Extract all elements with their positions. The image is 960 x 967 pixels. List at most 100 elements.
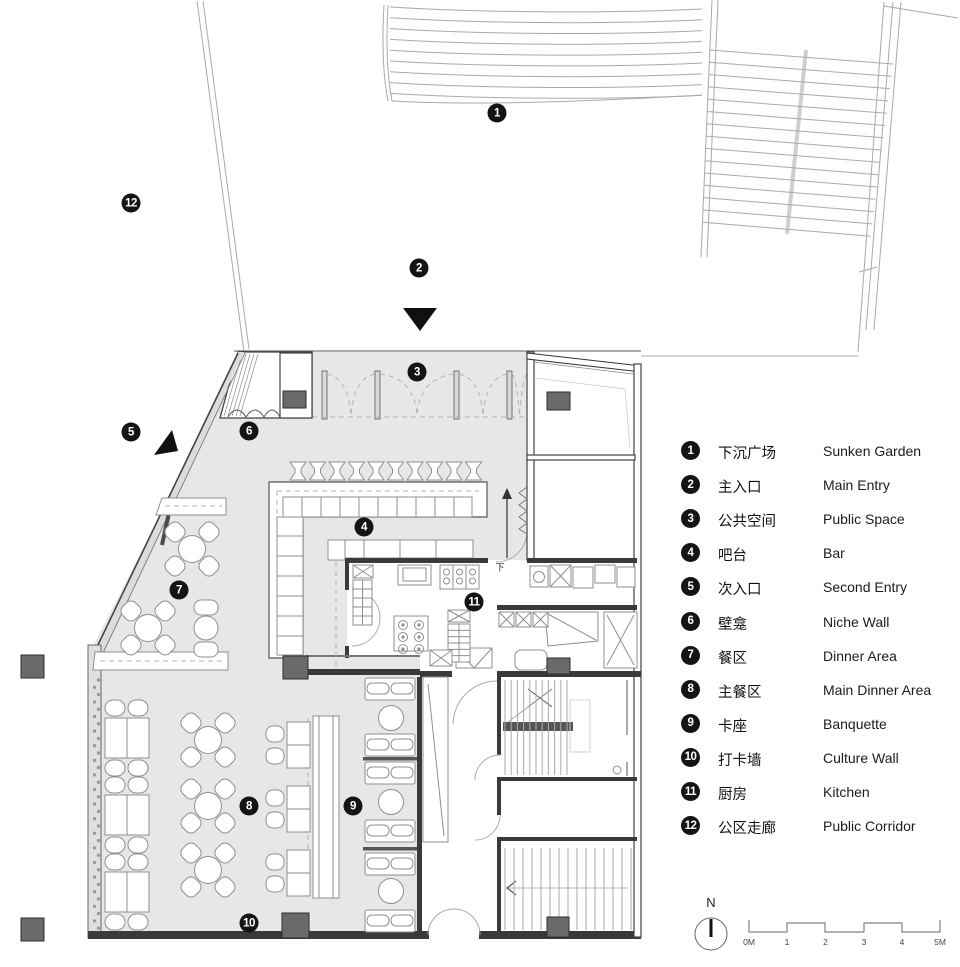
plan-marker-6: 6 xyxy=(239,421,259,441)
legend-label-zh: 下沉广场 xyxy=(718,446,776,462)
core-stairs xyxy=(422,675,637,936)
legend-label-en: Main Dinner Area xyxy=(823,681,932,698)
folding-door xyxy=(518,486,528,535)
cushion xyxy=(366,738,390,751)
legend-number: 8 xyxy=(681,679,700,699)
bar-stool xyxy=(347,461,366,481)
bar-stools xyxy=(289,461,483,481)
chair xyxy=(120,600,142,622)
wall-texture-dot xyxy=(92,685,97,689)
plan-marker-12: 12 xyxy=(121,193,141,213)
stair-tread xyxy=(707,111,886,126)
wall-texture-dot xyxy=(92,919,97,923)
steamers xyxy=(469,577,476,585)
legend-label-zh: 主入口 xyxy=(718,480,762,497)
wall-texture-dot xyxy=(92,714,97,719)
chair xyxy=(154,600,176,622)
chair xyxy=(104,913,126,931)
wall-texture-dot xyxy=(92,817,97,821)
wall-texture-dot xyxy=(96,722,101,726)
wall-texture-dot xyxy=(92,860,97,865)
cushion xyxy=(390,682,414,695)
wall-texture-dot xyxy=(96,809,101,814)
wall-texture-dot xyxy=(96,736,101,741)
floor-annotation: 下 xyxy=(495,562,505,573)
wall-texture-dot xyxy=(92,758,97,762)
legend-number: 12 xyxy=(681,816,700,836)
stair-tread xyxy=(704,172,878,188)
plan-marker-4: 4 xyxy=(354,517,374,537)
scale-label: 3 xyxy=(861,937,867,947)
chair xyxy=(104,836,126,854)
chair xyxy=(154,634,176,656)
door-swing xyxy=(458,373,484,416)
chair xyxy=(127,776,149,794)
cushion xyxy=(366,857,390,870)
stair-tread xyxy=(703,184,876,200)
stair-tread xyxy=(708,86,889,102)
wall-texture-dot xyxy=(96,911,101,916)
chair xyxy=(214,842,236,864)
equipment xyxy=(498,611,515,628)
plan-marker-2: 2 xyxy=(409,258,429,278)
chair xyxy=(214,876,236,898)
north-arrow-icon xyxy=(694,917,728,951)
chair xyxy=(104,776,126,794)
stair-tread xyxy=(705,147,881,163)
steamers xyxy=(469,568,476,576)
chair xyxy=(104,853,126,871)
plan-marker-8: 8 xyxy=(239,796,259,816)
wall-texture-dot xyxy=(92,729,97,733)
chair xyxy=(265,875,285,893)
garden-step xyxy=(389,82,703,88)
steamers xyxy=(443,568,450,576)
burner xyxy=(414,620,424,630)
chair xyxy=(180,876,202,898)
stove xyxy=(393,615,429,652)
stair-tread xyxy=(703,197,874,213)
legend-label-zh: 公区走廊 xyxy=(718,821,776,838)
wall-texture-dot xyxy=(96,882,101,887)
wall-texture-dot xyxy=(96,868,101,872)
chair xyxy=(127,699,149,717)
steamers xyxy=(456,568,463,576)
chair xyxy=(127,913,149,931)
garden-step xyxy=(389,17,703,24)
bar-stool xyxy=(386,461,405,481)
legend-label-zh: 吧台 xyxy=(718,548,747,565)
chair xyxy=(180,778,202,800)
chair xyxy=(127,853,149,871)
legend-label-zh: 厨房 xyxy=(718,787,747,803)
chair xyxy=(104,699,126,717)
chair xyxy=(214,712,236,734)
legend-label-zh: 卡座 xyxy=(718,718,747,735)
garden-step xyxy=(389,38,703,45)
wall-texture-dot xyxy=(96,853,101,857)
scale-label: 5M xyxy=(934,937,946,947)
legend-label-en: Main Entry xyxy=(823,477,890,494)
legend-number: 11 xyxy=(681,782,700,801)
legend-label-zh: 次入口 xyxy=(718,582,762,599)
wall-texture-dot xyxy=(96,692,101,697)
bar-counter xyxy=(268,481,488,659)
door-swing xyxy=(519,373,528,416)
equipment xyxy=(515,611,532,628)
legend-number: 5 xyxy=(681,577,700,597)
bar-stool xyxy=(289,461,307,481)
plan-marker-9: 9 xyxy=(343,796,363,816)
second-entry-arrow xyxy=(154,430,178,455)
equipment xyxy=(549,564,572,588)
stair-stringer xyxy=(785,49,808,235)
legend-label-en: Kitchen xyxy=(823,784,870,800)
garden-step xyxy=(389,6,703,13)
booth-table xyxy=(378,705,404,731)
round-table xyxy=(194,726,222,754)
